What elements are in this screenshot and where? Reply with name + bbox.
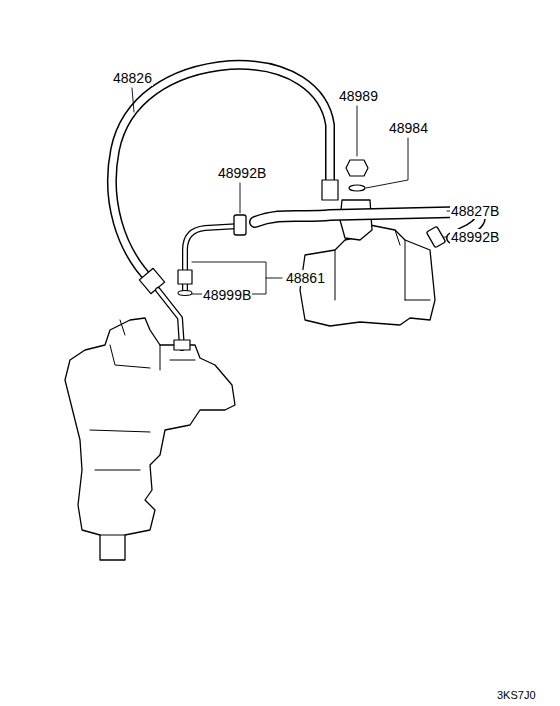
leader-line [444,237,447,238]
callout-number: 48827B [450,203,500,219]
callout-number: 48861 [285,270,326,286]
callout-number: 48992B [217,165,267,181]
pressure-hose-inner [112,65,330,282]
callout-number: 48984 [388,120,429,136]
washer [349,185,365,191]
leader-lines [132,88,490,294]
leader-line [132,88,134,112]
leader-line [366,138,408,188]
callout-number: 48999B [202,287,252,303]
hose-fitting [322,180,338,200]
tube-nut [174,340,190,350]
callout-number: 48992B [450,229,500,245]
callout-number: 48989 [338,88,379,104]
leader-line [240,183,241,213]
pressure-tube [158,290,182,348]
leader-line [357,106,358,156]
hose-clamp [234,215,246,235]
hose-clamp [426,226,445,248]
gearbox-detail [90,320,195,535]
return-hose [255,212,480,238]
callout-number: 48826 [112,70,153,86]
drawing-code: 3KS7J0 [496,689,537,702]
pressure-tube-inner [158,290,182,348]
gearbox-outline [65,318,235,560]
return-tube [185,226,240,292]
nut [346,160,368,176]
pressure-hose [112,65,330,282]
pump-detail [335,230,430,300]
return-tube-inner [185,226,240,292]
gasket [178,291,192,296]
tube-nut [178,270,192,284]
return-hose-inner [255,212,480,238]
